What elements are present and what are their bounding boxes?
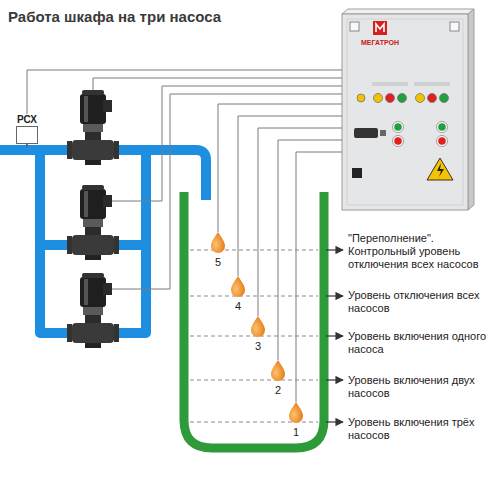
- signal-wire: [258, 128, 342, 316]
- control-cabinet: [372, 82, 408, 86]
- level-line: [190, 250, 318, 251]
- control-cabinet: [468, 9, 474, 210]
- control-cabinet: [394, 123, 402, 131]
- float-switch: [271, 360, 285, 381]
- control-cabinet: МЕГАТРОН: [342, 12, 418, 49]
- float-switch: [211, 232, 225, 253]
- control-cabinet: [394, 137, 402, 145]
- level-arrow: [326, 249, 343, 250]
- control-cabinet: [414, 82, 450, 86]
- control-cabinet: [373, 21, 387, 35]
- device-label: РСХ: [12, 114, 42, 126]
- control-cabinet: [437, 122, 448, 133]
- control-cabinet: [352, 168, 362, 178]
- control-cabinet: [380, 130, 386, 136]
- float-switch: [289, 402, 303, 423]
- control-cabinet: [342, 9, 474, 210]
- control-cabinet: [427, 158, 453, 180]
- control-cabinet: [438, 123, 446, 131]
- level-label: Уровень включения двух насосов: [348, 374, 496, 400]
- control-cabinet: [350, 22, 359, 31]
- control-cabinet: [393, 122, 404, 133]
- level-label: Уровень отключения всех насосов: [348, 289, 496, 315]
- signal-wire: [296, 152, 342, 402]
- signal-wire: [112, 86, 342, 201]
- control-cabinet: [437, 163, 444, 177]
- callout-number: 3: [253, 340, 263, 353]
- callout-number: 2: [273, 384, 283, 397]
- diagram-title: Работа шкафа на три насоса: [8, 8, 221, 25]
- level-line: [190, 296, 318, 297]
- pressure-switch: РСХ: [12, 114, 42, 144]
- level-arrow: [326, 421, 343, 422]
- level-arrow: [326, 295, 343, 296]
- callout-number: 4: [233, 300, 243, 313]
- control-cabinet: [437, 136, 448, 147]
- signal-wire: [93, 78, 342, 90]
- control-cabinet: [354, 128, 378, 138]
- control-cabinet: [374, 94, 383, 103]
- switch-box: [16, 126, 38, 144]
- float-switch: [251, 316, 265, 337]
- control-cabinet: [342, 9, 474, 14]
- level-label: "Переполнение". Контрольный уровень откл…: [348, 232, 496, 271]
- float-switch: [231, 276, 245, 297]
- level-arrow: [326, 250, 343, 422]
- brand-label: МЕГАТРОН: [342, 37, 418, 49]
- level-label: Уровень включения одного насоса: [348, 330, 496, 356]
- callout-number: 1: [291, 426, 301, 439]
- level-label: Уровень включения трёх насосов: [348, 416, 496, 442]
- signal-wire: [27, 70, 342, 114]
- control-cabinet: [342, 14, 468, 210]
- level-arrow: [326, 335, 343, 336]
- control-cabinet: [438, 137, 446, 145]
- pump-symbol: [67, 185, 119, 260]
- control-cabinet: [347, 19, 463, 205]
- control-cabinet: [440, 94, 449, 103]
- control-cabinet: [393, 136, 404, 147]
- control-cabinet: [357, 94, 365, 102]
- signal-wire: [93, 78, 342, 402]
- tank: [184, 192, 324, 448]
- control-cabinet: [428, 94, 437, 103]
- control-cabinet: [398, 94, 407, 103]
- signal-wire: [112, 94, 342, 289]
- pump-symbol: [67, 90, 119, 165]
- control-cabinet: [416, 94, 425, 103]
- callout-number: 5: [213, 256, 223, 269]
- pump-symbol: [67, 273, 119, 348]
- level-line: [190, 380, 318, 381]
- level-arrow: [326, 379, 343, 380]
- control-cabinet: [376, 24, 384, 32]
- control-cabinet: [386, 94, 395, 103]
- float-switch: [211, 232, 303, 423]
- control-cabinet: [450, 22, 459, 31]
- level-line: [190, 250, 318, 422]
